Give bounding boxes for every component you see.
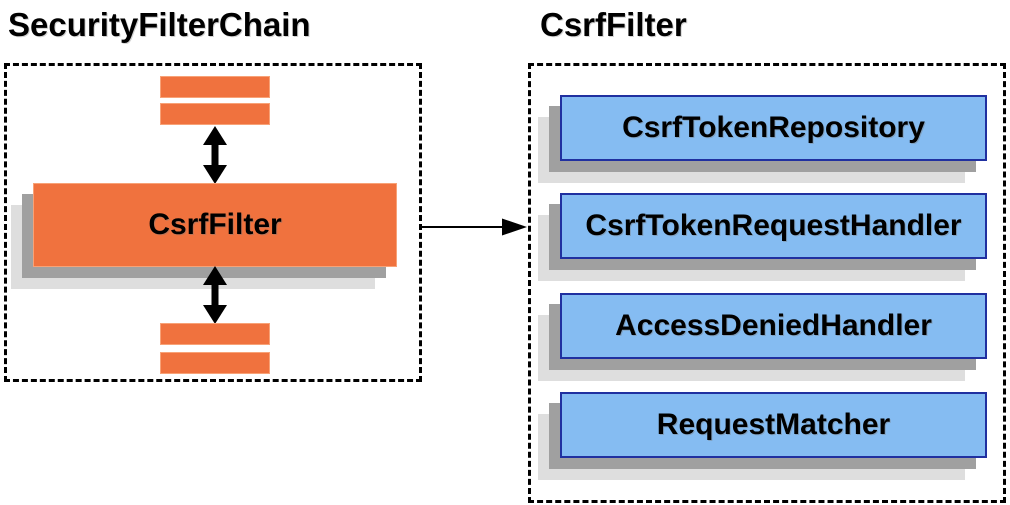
filter-chain-bar [160, 352, 270, 374]
double-arrow-icon [203, 266, 227, 324]
csrf-filter-panel [528, 63, 1006, 503]
security-filter-chain-panel [4, 63, 422, 382]
component-box-access-denied-handler: AccessDeniedHandler [560, 293, 987, 359]
filter-chain-bar [160, 323, 270, 345]
security-filter-chain-title: SecurityFilterChain [8, 6, 311, 43]
csrf-filter-title: CsrfFilter [540, 6, 687, 43]
component-box-csrf-token-repository: CsrfTokenRepository [560, 95, 987, 161]
component-box-request-matcher: RequestMatcher [560, 392, 987, 458]
filter-chain-bar [160, 103, 270, 125]
double-arrow-icon [203, 126, 227, 184]
component-box-csrf-token-request-handler: CsrfTokenRequestHandler [560, 193, 987, 259]
csrf-filter-box: CsrfFilter [33, 183, 397, 267]
filter-chain-bar [160, 76, 270, 98]
flow-arrow-icon [421, 218, 527, 236]
